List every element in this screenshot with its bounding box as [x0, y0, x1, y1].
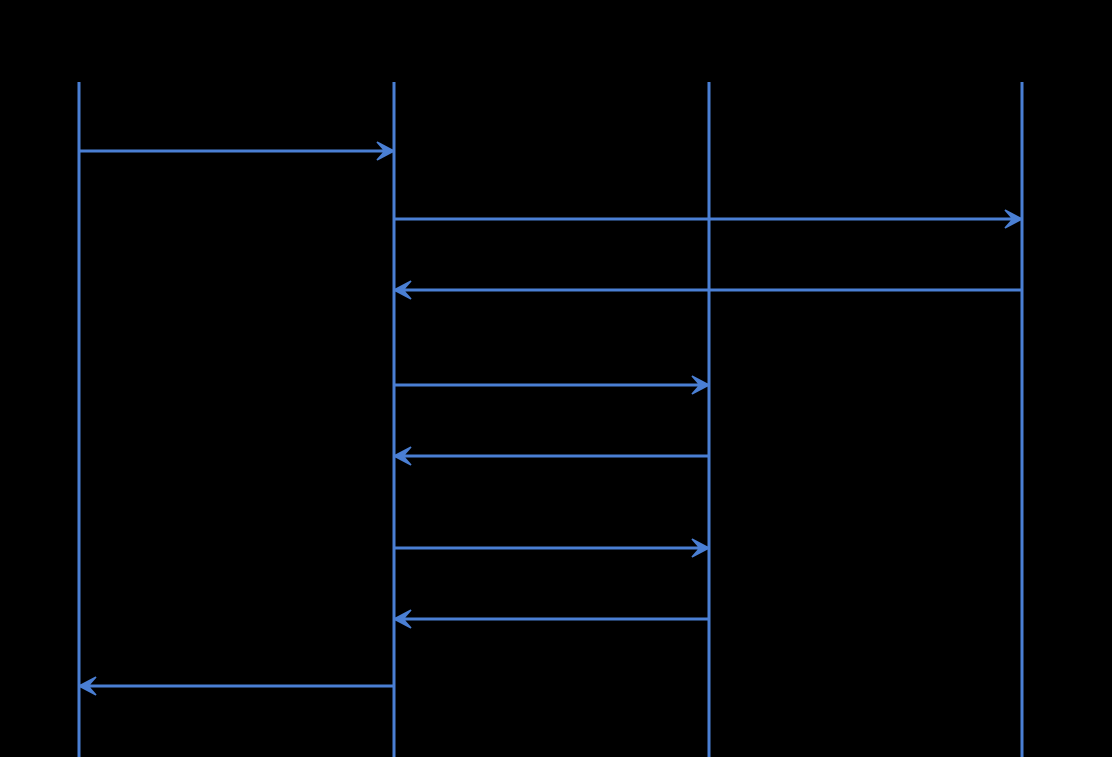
- message-8[interactable]: [77, 676, 394, 696]
- message-arrowhead-6: [691, 538, 711, 558]
- message-3[interactable]: [392, 280, 1022, 300]
- message-1[interactable]: [79, 141, 396, 161]
- lifelines-group: [77, 82, 1024, 757]
- message-arrowhead-8: [77, 676, 97, 696]
- message-arrowhead-1: [376, 141, 396, 161]
- message-arrowhead-5: [392, 446, 412, 466]
- message-arrowhead-2: [1004, 209, 1024, 229]
- message-6[interactable]: [394, 538, 711, 558]
- message-arrowhead-3: [392, 280, 412, 300]
- message-7[interactable]: [392, 609, 709, 629]
- messages-group: [77, 141, 1024, 696]
- message-4[interactable]: [394, 375, 711, 395]
- message-arrowhead-4: [691, 375, 711, 395]
- message-2[interactable]: [394, 209, 1024, 229]
- message-5[interactable]: [392, 446, 709, 466]
- message-arrowhead-7: [392, 609, 412, 629]
